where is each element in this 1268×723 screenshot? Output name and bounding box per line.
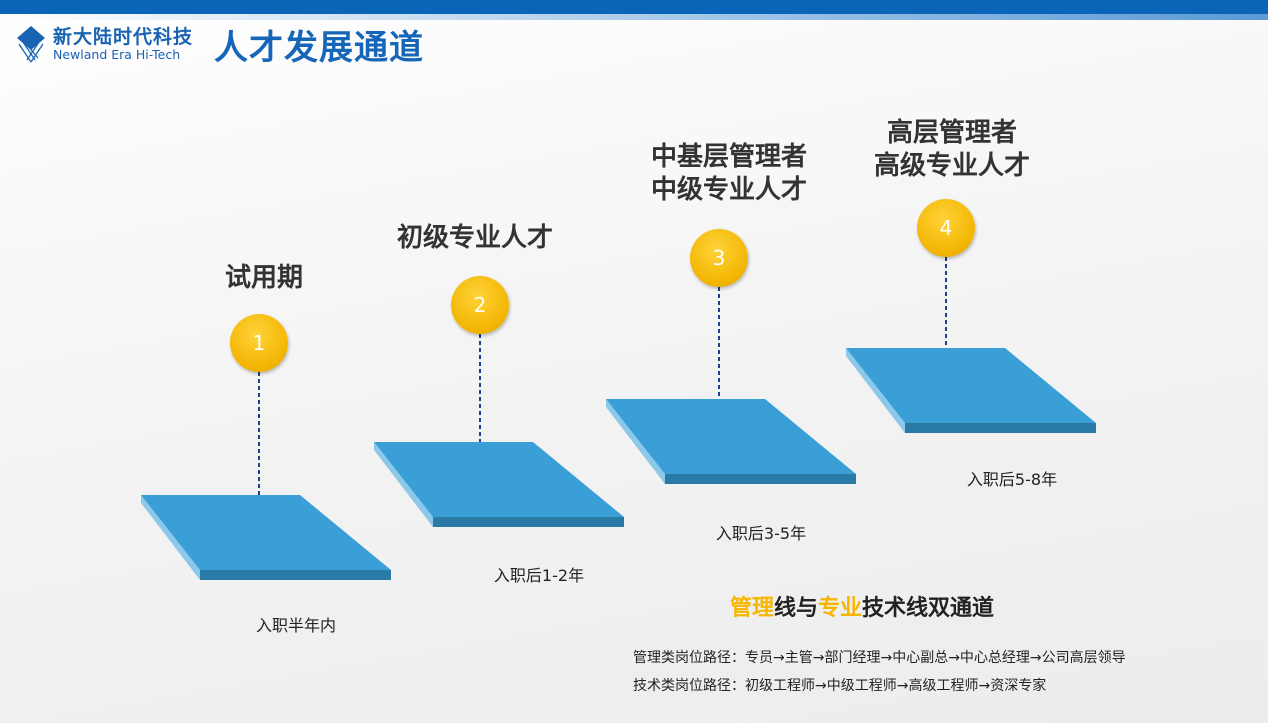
- step-3-platform: [606, 399, 856, 484]
- dual-text-1: 线与: [774, 596, 819, 621]
- dual-text-2: 技术线双通道: [862, 596, 995, 621]
- logo-cn: 新大陆时代科技: [53, 26, 194, 48]
- platform-top: [846, 348, 1096, 423]
- platform-top: [141, 495, 391, 570]
- step-3-period: 入职后3-5年: [715, 524, 807, 543]
- platform-front: [200, 570, 391, 580]
- step-2-badge: 2: [451, 276, 509, 334]
- step-1-period: 入职半年内: [255, 616, 337, 635]
- platform-side: [374, 442, 433, 527]
- company-logo: 新大陆时代科技 Newland Era Hi-Tech: [15, 24, 193, 64]
- step-2-title: 初级专业人才: [396, 223, 554, 253]
- dual-hl-professional: 专业: [818, 596, 863, 621]
- dual-channel-heading: 管理线与专业技术线双通道: [730, 590, 994, 622]
- step-4-platform: [846, 348, 1096, 433]
- platform-top: [606, 399, 856, 474]
- platform-front: [905, 423, 1096, 433]
- platform-front: [433, 517, 624, 527]
- step-2-platform: [374, 442, 624, 527]
- step-3-badge: 3: [690, 229, 748, 287]
- top-bar: [0, 0, 1268, 14]
- step-4-title-line1: 高层管理者: [886, 118, 1018, 148]
- step-3-title: 中基层管理者中级专业人才: [651, 141, 807, 207]
- platform-top: [374, 442, 624, 517]
- technical-path: 技术类岗位路径：初级工程师→中级工程师→高级工程师→资深专家: [633, 678, 1047, 694]
- step-3-title-line1: 中基层管理者: [650, 142, 808, 172]
- step-3-title-line2: 中级专业人才: [650, 175, 808, 205]
- step-1-title: 试用期: [224, 263, 304, 293]
- step-1-badge: 1: [230, 314, 288, 372]
- step-1-platform: [141, 495, 391, 580]
- step-4-title-line2: 高级专业人才: [873, 151, 1031, 181]
- step-2-period: 入职后1-2年: [493, 566, 585, 585]
- logo-icon: [17, 26, 45, 63]
- platform-side: [606, 399, 665, 484]
- step-4-badge: 4: [917, 199, 975, 257]
- platform-front: [665, 474, 856, 484]
- top-bar-gradient: [0, 14, 1268, 20]
- logo-en: Newland Era Hi-Tech: [53, 47, 181, 62]
- platform-side: [141, 495, 200, 580]
- platform-side: [846, 348, 905, 433]
- page-title: 人才发展通道: [214, 28, 424, 68]
- step-4-period: 入职后5-8年: [966, 470, 1058, 489]
- step-4-title: 高层管理者高级专业人才: [874, 117, 1030, 183]
- dual-hl-management: 管理: [730, 596, 775, 621]
- management-path: 管理类岗位路径：专员→主管→部门经理→中心副总→中心总经理→公司高层领导: [633, 650, 1126, 666]
